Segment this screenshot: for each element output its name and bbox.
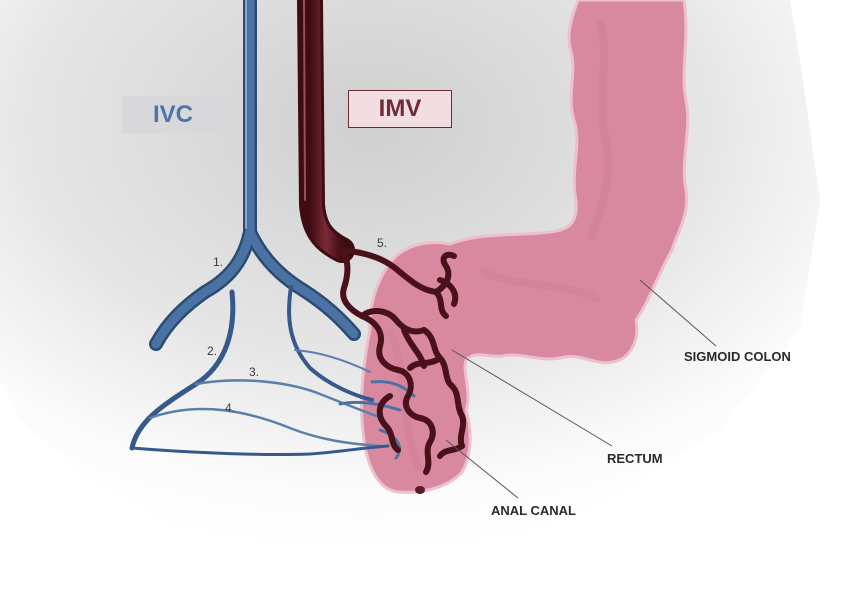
rectum-label: RECTUM bbox=[607, 451, 663, 466]
ivc-vessel bbox=[149, 0, 361, 351]
number-label-4: 4. bbox=[225, 401, 236, 415]
leader-lines bbox=[445, 279, 717, 499]
number-label-5: 5. bbox=[377, 236, 388, 250]
number-label-1: 1. bbox=[213, 255, 224, 269]
anal-canal-label: ANAL CANAL bbox=[491, 503, 576, 518]
sigmoid-colon-label: SIGMOID COLON bbox=[684, 349, 791, 364]
rectal-venous-plexus bbox=[339, 247, 467, 475]
pelvic-veins bbox=[129, 285, 416, 460]
imv-label: IMV bbox=[348, 90, 452, 128]
number-label-3: 3. bbox=[249, 365, 260, 379]
ivc-label: IVC bbox=[122, 96, 224, 133]
imv-vessel bbox=[297, 0, 355, 263]
number-label-2: 2. bbox=[207, 344, 218, 358]
